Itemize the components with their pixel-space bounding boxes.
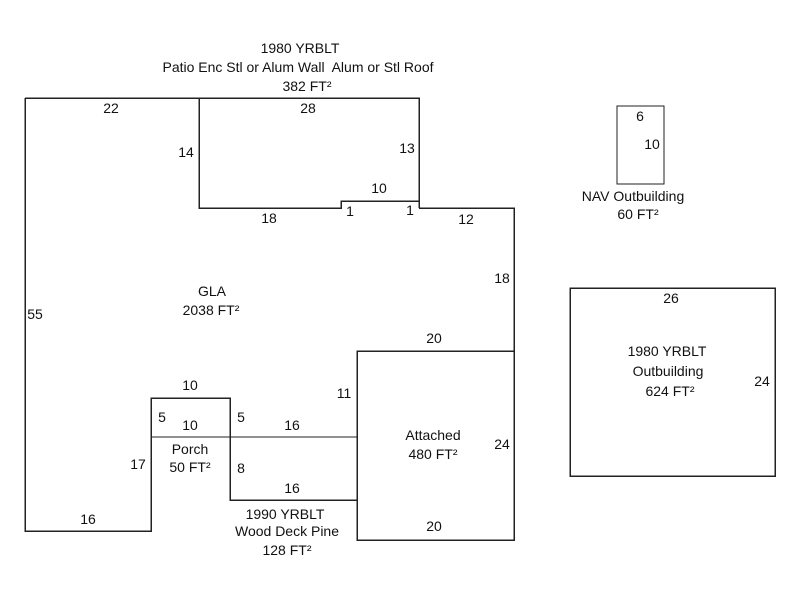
gla-dim-garage-side: 11 xyxy=(337,385,352,401)
gla-dim-left: 55 xyxy=(27,306,43,322)
patio-dim-step-right: 1 xyxy=(406,202,414,218)
patio-dim-step-top: 10 xyxy=(371,180,387,196)
gla-dim-top: 22 xyxy=(103,100,119,116)
deck-dim-left: 8 xyxy=(237,460,245,476)
porch-dim-inner: 10 xyxy=(182,417,198,433)
gla-dim-right: 18 xyxy=(494,270,510,286)
gla-dim-left-lower: 17 xyxy=(130,456,146,472)
nav-outbuilding-dim-right: 10 xyxy=(644,136,660,152)
gla-dim-garage-top: 20 xyxy=(426,330,442,346)
outbuilding-area-label: 624 FT² xyxy=(645,383,694,399)
nav-outbuilding-outline xyxy=(616,105,665,185)
patio-dim-step-left: 1 xyxy=(346,203,354,219)
attached-label: Attached xyxy=(405,427,460,443)
deck-dim-top: 16 xyxy=(284,417,300,433)
outbuilding-label: Outbuilding xyxy=(633,363,704,379)
attached-dim-right: 24 xyxy=(494,436,510,452)
patio-dim-bottom: 18 xyxy=(261,210,277,226)
outbuilding-dim-top: 26 xyxy=(663,290,679,306)
gla-dim-right-top: 12 xyxy=(458,211,474,227)
patio-dim-left: 14 xyxy=(178,144,194,160)
porch-label: Porch xyxy=(172,441,209,457)
nav-outbuilding-dim-top: 6 xyxy=(636,108,644,124)
deck-type-label: Wood Deck Pine xyxy=(235,523,339,539)
deck-yrblt-label: 1990 YRBLT xyxy=(246,506,325,522)
gla-dim-bottom: 16 xyxy=(80,511,96,527)
porch-dim-left: 5 xyxy=(158,409,166,425)
gla-label: GLA xyxy=(198,283,227,299)
porch-dim-right: 5 xyxy=(237,409,245,425)
outbuilding-outline xyxy=(569,287,776,477)
patio-outline xyxy=(198,97,420,209)
gla-area-label: 2038 FT² xyxy=(183,302,240,318)
patio-dim-top: 28 xyxy=(300,100,316,116)
patio-yrblt-label: 1980 YRBLT xyxy=(261,40,340,56)
deck-dim-bottom: 16 xyxy=(284,480,300,496)
patio-type-label: Patio Enc Stl or Alum Wall Alum or Stl R… xyxy=(162,59,433,75)
nav-outbuilding-area-label: 60 FT² xyxy=(617,206,659,222)
gla-outline xyxy=(24,97,515,532)
outbuilding-yrblt-label: 1980 YRBLT xyxy=(628,343,707,359)
attached-area-label: 480 FT² xyxy=(408,446,457,462)
porch-area-label: 50 FT² xyxy=(169,459,211,475)
patio-area-label: 382 FT² xyxy=(282,78,331,94)
porch-dim-top: 10 xyxy=(182,377,198,393)
patio-dim-right: 13 xyxy=(399,140,415,156)
attached-garage-outline xyxy=(356,350,515,541)
deck-area-label: 128 FT² xyxy=(262,542,311,558)
attached-dim-bottom: 20 xyxy=(426,518,442,534)
outbuilding-dim-right: 24 xyxy=(754,373,770,389)
nav-outbuilding-label: NAV Outbuilding xyxy=(582,188,684,204)
